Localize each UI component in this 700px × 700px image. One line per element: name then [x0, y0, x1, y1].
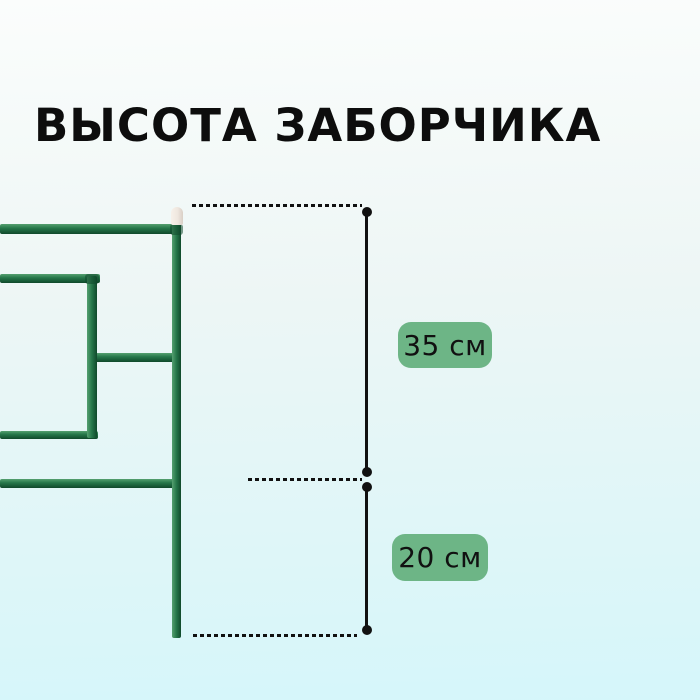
fence-top-rail [0, 224, 181, 234]
measurement-badge-35: 35 см [398, 322, 492, 368]
measure-line-lower [365, 487, 368, 630]
fence-post-cap [171, 207, 183, 225]
fence-third-rail [0, 431, 98, 439]
fence-weld-joint [170, 224, 183, 235]
fence-middle-connector [90, 353, 178, 362]
measure-dot [362, 207, 372, 217]
measurement-badge-20: 20 см [392, 534, 488, 581]
fence-second-rail [0, 274, 100, 283]
dashed-reference-line-bottom [193, 634, 357, 637]
fence-weld-joint [85, 274, 99, 284]
page-title: ВЫСОТА ЗАБОРЧИКА [34, 99, 602, 152]
fence-bottom-rail [0, 479, 177, 488]
measure-dot [362, 625, 372, 635]
dashed-reference-line-middle [248, 478, 362, 481]
fence-main-post [172, 220, 181, 638]
measure-dot [362, 467, 372, 477]
measurement-label: 20 см [398, 541, 482, 574]
measure-dot [362, 482, 372, 492]
measure-line-upper [365, 212, 368, 472]
measurement-label: 35 см [403, 328, 487, 362]
dashed-reference-line-top [192, 204, 362, 207]
fence-inner-post [87, 276, 97, 438]
